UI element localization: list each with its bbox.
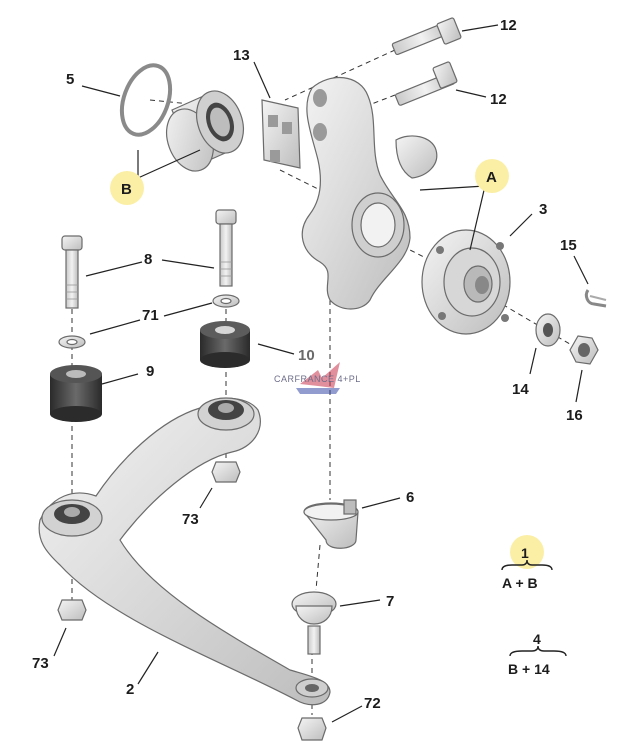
callout-73-lower: 73 xyxy=(32,655,49,672)
callout-8: 8 xyxy=(144,251,152,268)
callout-B: B xyxy=(121,181,132,198)
control-arm-2 xyxy=(38,397,331,706)
callout-3: 3 xyxy=(539,201,547,218)
callout-14: 14 xyxy=(512,381,529,398)
steering-knuckle xyxy=(301,76,438,310)
callout-6: 6 xyxy=(406,489,414,506)
washer-71-left xyxy=(58,335,86,349)
legend-item-4: 4 B + 14 xyxy=(508,631,567,677)
highlight-B xyxy=(110,171,144,205)
ball-joint-7 xyxy=(291,591,337,655)
watermark: CARFRANCE 4+PL xyxy=(274,362,361,394)
clamp-collar-6 xyxy=(303,499,359,549)
circlip-5 xyxy=(119,63,173,137)
legend-1-formula: A + B xyxy=(502,575,538,591)
legend-4-number: 4 xyxy=(533,631,541,647)
nut-72 xyxy=(297,717,327,741)
callout-10: 10 xyxy=(298,347,315,364)
wheel-bearing-B xyxy=(166,90,244,172)
nut-73-lower xyxy=(57,599,87,621)
bolt-8-left xyxy=(61,235,83,309)
nut-73-upper xyxy=(211,461,241,483)
bushing-9 xyxy=(50,365,102,422)
callout-16: 16 xyxy=(566,407,583,424)
legend-1-number: 1 xyxy=(521,545,529,561)
bolt-12-lower xyxy=(394,61,458,106)
callout-73-upper: 73 xyxy=(182,511,199,528)
callout-9: 9 xyxy=(146,363,154,380)
washer-14 xyxy=(535,313,561,347)
split-pin-15 xyxy=(584,289,607,308)
callout-15: 15 xyxy=(560,237,577,254)
bolt-12-upper xyxy=(391,17,462,56)
callout-7: 7 xyxy=(386,593,394,610)
callout-12-upper: 12 xyxy=(500,17,517,34)
callout-5: 5 xyxy=(66,71,74,88)
callout-72: 72 xyxy=(364,695,381,712)
legend-1-brace xyxy=(501,559,553,571)
castle-nut-16 xyxy=(569,335,599,365)
callout-A: A xyxy=(486,169,497,186)
callout-12-lower: 12 xyxy=(490,91,507,108)
highlight-A xyxy=(475,159,509,193)
callout-13: 13 xyxy=(233,47,250,64)
bolt-8-right xyxy=(215,209,237,287)
bushing-10 xyxy=(200,321,250,368)
highlight-1 xyxy=(510,535,544,569)
wheel-hub-3 xyxy=(421,229,511,335)
washer-71-right xyxy=(212,294,240,308)
legend-item-1: 1 A + B xyxy=(501,545,553,591)
legend-4-formula: B + 14 xyxy=(508,661,550,677)
clamp-bracket-13 xyxy=(261,99,301,169)
callout-2: 2 xyxy=(126,681,134,698)
callout-71: 71 xyxy=(142,307,159,324)
watermark-text: CARFRANCE 4+PL xyxy=(274,374,361,384)
leader-lines xyxy=(53,24,589,723)
legend-4-brace xyxy=(509,645,567,657)
